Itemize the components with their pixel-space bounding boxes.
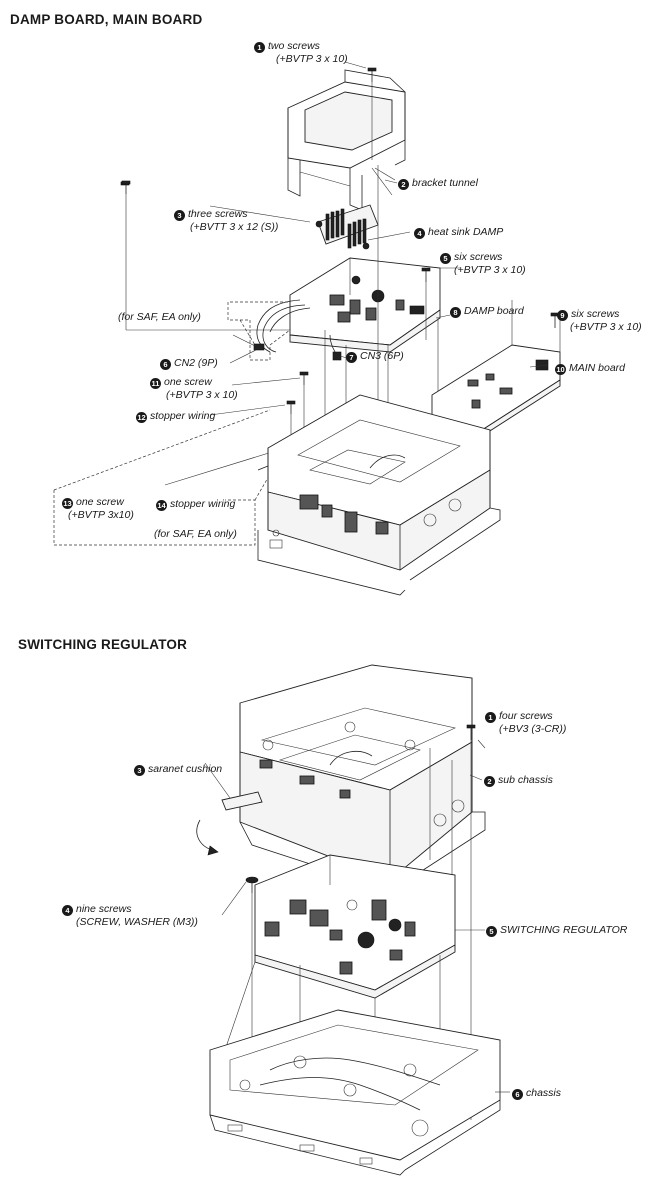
damp-label-11-text: one screw — [164, 376, 212, 388]
damp-label-9-number: 9 — [557, 310, 568, 321]
switching-screw-4-part — [245, 876, 259, 1060]
saranet-cushion-part — [196, 791, 263, 856]
damp-label-10-number: 10 — [555, 364, 566, 375]
heat-sink-part — [315, 204, 379, 250]
damp-label-2-number: 2 — [398, 179, 409, 190]
damp-label-6-text: CN2 (9P) — [174, 357, 218, 369]
switching-label-2-number: 2 — [484, 776, 495, 787]
damp-label-14-text: stopper wiring — [170, 498, 236, 510]
switching-label-1-number: 1 — [485, 712, 496, 723]
switching-label-1-sub: (+BV3 (3-CR)) — [499, 723, 567, 735]
damp-label-8-text: DAMP board — [464, 305, 524, 317]
damp-label-3-sub: (+BVTT 3 x 12 (S)) — [190, 221, 279, 233]
switching-label-4-number: 4 — [62, 905, 73, 916]
damp-label-5-number: 5 — [440, 253, 451, 264]
chassis-part — [209, 1009, 501, 1176]
switching-regulator-part — [254, 854, 456, 999]
damp-label-4-text: heat sink DAMP — [428, 226, 504, 238]
damp-label-13-sub: (+BVTP 3x10) — [68, 509, 134, 521]
main-board-part — [431, 300, 561, 437]
switching-label-3-text: saranet cushion — [148, 763, 223, 775]
switching-label-3-number: 3 — [134, 765, 145, 776]
damp-label-11-number: 11 — [150, 378, 161, 389]
switching-label-1-text: four screws — [499, 710, 553, 722]
damp-label-10-text: MAIN board — [569, 362, 626, 374]
switching-label-2-text: sub chassis — [498, 774, 553, 786]
damp-label-9-text: six screws — [571, 308, 620, 320]
damp-label-1-text: two screws — [268, 40, 320, 52]
damp-label-14-number: 14 — [156, 500, 167, 511]
damp-note-saf-bottom: (for SAF, EA only) — [154, 528, 237, 540]
damp-label-3-number: 3 — [174, 210, 185, 221]
section-title-damp-main-board: DAMP BOARD, MAIN BOARD — [10, 12, 203, 27]
damp-label-11-sub: (+BVTP 3 x 10) — [166, 389, 238, 401]
damp-label-12-text: stopper wiring — [150, 410, 216, 422]
sub-chassis-part — [239, 664, 486, 891]
screw-1-part — [367, 67, 377, 160]
damp-label-5-text: six screws — [454, 251, 503, 263]
switching-label-4-sub: (SCREW, WASHER (M3)) — [76, 916, 198, 928]
bracket-tunnel-part — [287, 69, 406, 211]
damp-note-saf-top: (for SAF, EA only) — [118, 311, 201, 323]
damp-label-5-sub: (+BVTP 3 x 10) — [454, 264, 526, 276]
damp-label-8-number: 8 — [450, 307, 461, 318]
damp-label-3-text: three screws — [188, 208, 248, 220]
damp-label-12-number: 12 — [136, 412, 147, 423]
damp-label-7-text: CN3 (6P) — [360, 350, 404, 362]
switching-label-5-number: 5 — [486, 926, 497, 937]
damp-label-7-number: 7 — [346, 352, 357, 363]
damp-label-13-number: 13 — [62, 498, 73, 509]
switching-label-6-text: chassis — [526, 1087, 562, 1099]
unit-chassis-top-part — [257, 394, 501, 596]
screw-5-part — [421, 267, 431, 340]
damp-label-1-sub: (+BVTP 3 x 10) — [276, 53, 348, 65]
damp-label-4-number: 4 — [414, 228, 425, 239]
wiring-harness-part — [253, 299, 342, 361]
switching-label-4-text: nine screws — [76, 903, 132, 915]
damp-label-9-sub: (+BVTP 3 x 10) — [570, 321, 642, 333]
damp-label-1-number: 1 — [254, 42, 265, 53]
damp-label-6-number: 6 — [160, 359, 171, 370]
damp-board-part — [289, 257, 441, 353]
switching-label-5-text: SWITCHING REGULATOR — [500, 924, 628, 936]
damp-label-13-text: one screw — [76, 496, 124, 508]
switching-label-6-number: 6 — [512, 1089, 523, 1100]
damp-label-2-text: bracket tunnel — [412, 177, 478, 189]
section-title-switching-regulator: SWITCHING REGULATOR — [18, 637, 188, 652]
